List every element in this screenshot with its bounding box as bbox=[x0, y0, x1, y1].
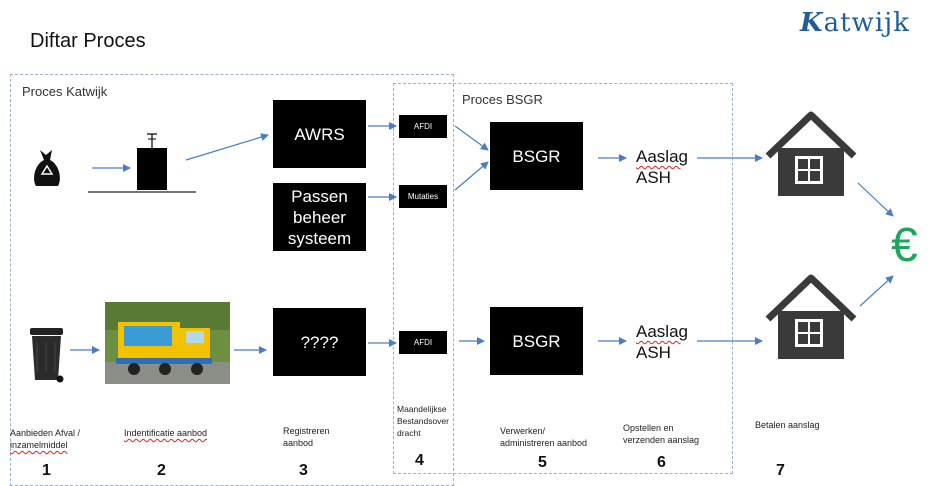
caption-5-line2: administreren aanbod bbox=[500, 438, 588, 448]
caption-3-line2: aanbod bbox=[283, 438, 314, 448]
caption-3-line1: Registreren bbox=[283, 426, 330, 436]
aaslag-ash-bottom: Aaslag ASH bbox=[636, 321, 688, 363]
arrow-mutaties-to-bsgr bbox=[454, 161, 489, 191]
arrow-scale-to-awrs bbox=[185, 133, 269, 161]
step-number-6: 6 bbox=[657, 454, 666, 471]
arrow-house-bottom-to-euro bbox=[859, 275, 894, 307]
scale-icon bbox=[88, 133, 196, 193]
step-number-1: 1 bbox=[42, 462, 51, 479]
caption-4-line3: dracht bbox=[397, 428, 421, 438]
frame-proces-bsgr bbox=[393, 83, 733, 474]
box-passen-line2: beheer bbox=[293, 207, 346, 227]
caption-4-line2: Bestandsover bbox=[397, 416, 449, 426]
box-mutaties: Mutaties bbox=[399, 185, 447, 208]
caption-step-3: Registreren aanbod bbox=[283, 425, 330, 449]
caption-step-2: Indentificatie aanbod bbox=[124, 427, 207, 439]
frame-label-katwijk: Proces Katwijk bbox=[22, 84, 108, 99]
box-afdi-top: AFDI bbox=[399, 115, 447, 138]
euro-icon: € bbox=[891, 219, 918, 272]
step-number-2: 2 bbox=[157, 462, 166, 479]
aaslag-bottom-word: Aaslag bbox=[636, 322, 688, 341]
house-bottom-icon bbox=[765, 274, 857, 359]
caption-6-line2: verzenden aanslag bbox=[623, 435, 700, 445]
garbage-truck-photo bbox=[105, 302, 230, 384]
logo-mark: K bbox=[800, 8, 824, 38]
caption-2-text: Indentificatie aanbod bbox=[124, 428, 208, 438]
logo-text: atwijk bbox=[823, 8, 910, 38]
caption-step-5: Verwerken/ administreren aanbod bbox=[500, 425, 587, 449]
step-number-3: 3 bbox=[299, 462, 308, 479]
ash-top-word: ASH bbox=[636, 168, 671, 187]
caption-step-4: Maandelijkse Bestandsover dracht bbox=[397, 403, 449, 439]
wheelie-bin-icon bbox=[30, 328, 64, 383]
caption-4-line1: Maandelijkse bbox=[397, 404, 447, 414]
step-number-4: 4 bbox=[415, 452, 424, 469]
box-passen-beheer-systeem: Passen beheer systeem bbox=[273, 183, 366, 251]
arrow-afdi-to-bsgr bbox=[454, 125, 489, 151]
garbage-bag-icon bbox=[34, 150, 60, 186]
aaslag-top-word: Aaslag bbox=[636, 147, 688, 166]
caption-1-line1: Aanbieden Afval / bbox=[10, 428, 81, 438]
step-number-5: 5 bbox=[538, 454, 547, 471]
box-bsgr-bottom: BSGR bbox=[490, 307, 583, 375]
ash-bottom-word: ASH bbox=[636, 343, 671, 362]
caption-step-1: Aanbieden Afval / inzamelmiddel bbox=[10, 427, 80, 451]
aaslag-ash-top: Aaslag ASH bbox=[636, 146, 688, 188]
step-number-7: 7 bbox=[776, 462, 785, 479]
caption-step-7: Betalen aanslag bbox=[755, 420, 820, 430]
box-bsgr-top: BSGR bbox=[490, 122, 583, 190]
box-unknown: ???? bbox=[273, 308, 366, 376]
arrow-house-top-to-euro bbox=[857, 182, 894, 217]
box-passen-line3: systeem bbox=[287, 228, 352, 248]
box-passen-line1: Passen bbox=[291, 186, 348, 206]
caption-5-line1: Verwerken/ bbox=[500, 426, 546, 436]
box-afdi-bottom: AFDI bbox=[399, 331, 447, 354]
frame-label-bsgr: Proces BSGR bbox=[462, 92, 543, 107]
caption-1-line2: inzamelmiddel bbox=[10, 440, 68, 450]
house-top-icon bbox=[765, 111, 857, 196]
box-awrs: AWRS bbox=[273, 100, 366, 168]
page-title: Diftar Proces bbox=[30, 30, 146, 52]
katwijk-logo: Katwijk bbox=[800, 8, 910, 38]
caption-step-6: Opstellen en verzenden aanslag bbox=[623, 422, 699, 446]
caption-6-line1: Opstellen en bbox=[623, 423, 674, 433]
